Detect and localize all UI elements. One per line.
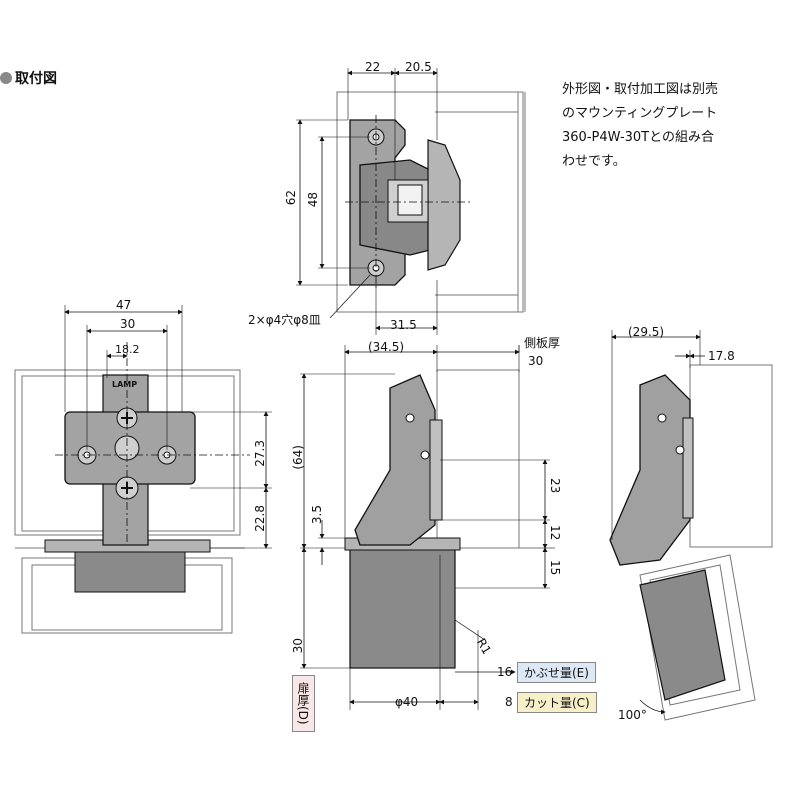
dim-62: 62: [284, 190, 298, 206]
side-thk-val: 30: [528, 354, 544, 368]
dim-8: 8: [505, 695, 513, 709]
dim-48: 48: [306, 192, 320, 208]
hole-spec: 2×φ4穴φ8皿: [248, 313, 321, 327]
dim-34-5: (34.5): [368, 340, 405, 354]
door-thickness-label: 扉厚(D): [292, 675, 315, 732]
bullet-icon: [0, 72, 12, 84]
side-view-closed: [300, 345, 555, 710]
side-view-open: [609, 330, 773, 721]
brand-mark: LAMP: [112, 380, 138, 389]
dim-12: 12: [548, 525, 562, 541]
section-title: 取付図: [0, 72, 57, 86]
dim-18-2: 18.2: [115, 343, 140, 356]
dim-3-5: 3.5: [310, 505, 324, 525]
dim-29-5: (29.5): [628, 325, 665, 339]
dim-23: 23: [548, 478, 562, 494]
dim-22-8: 22.8: [253, 505, 267, 532]
cut-label: カット量(C): [517, 692, 597, 713]
dim-22: 22: [365, 60, 381, 74]
top-view: [296, 68, 526, 335]
dim-16: 16: [497, 665, 513, 679]
dim-30-front: 30: [120, 317, 136, 331]
dim-31-5: 31.5: [390, 318, 417, 332]
note-line-2: のマウンティングプレート: [562, 106, 718, 121]
note-line-1: 外形図・取付加工図は別売: [562, 82, 719, 97]
dim-15: 15: [548, 560, 562, 576]
dim-30-door: 30: [291, 638, 305, 654]
title-text: 取付図: [15, 71, 57, 87]
overlay-label: かぶせ量(E): [517, 662, 596, 683]
note-line-4: わせです。: [562, 154, 626, 169]
front-view: [14, 305, 272, 634]
angle-100: 100°: [618, 708, 647, 722]
dim-27-3: 27.3: [253, 440, 267, 467]
side-thk-label: 側板厚: [524, 336, 561, 350]
dim-phi-40: φ40: [395, 695, 419, 709]
dim-20-5: 20.5: [405, 60, 432, 74]
dim-17-8: 17.8: [708, 349, 735, 363]
note-line-3: 360-P4W-30Tとの組み合: [562, 130, 714, 145]
dim-47: 47: [116, 298, 132, 312]
note: 外形図・取付加工図は別売 のマウンティングプレート 360-P4W-30Tとの組…: [562, 78, 792, 174]
dim-64: (64): [291, 445, 305, 470]
